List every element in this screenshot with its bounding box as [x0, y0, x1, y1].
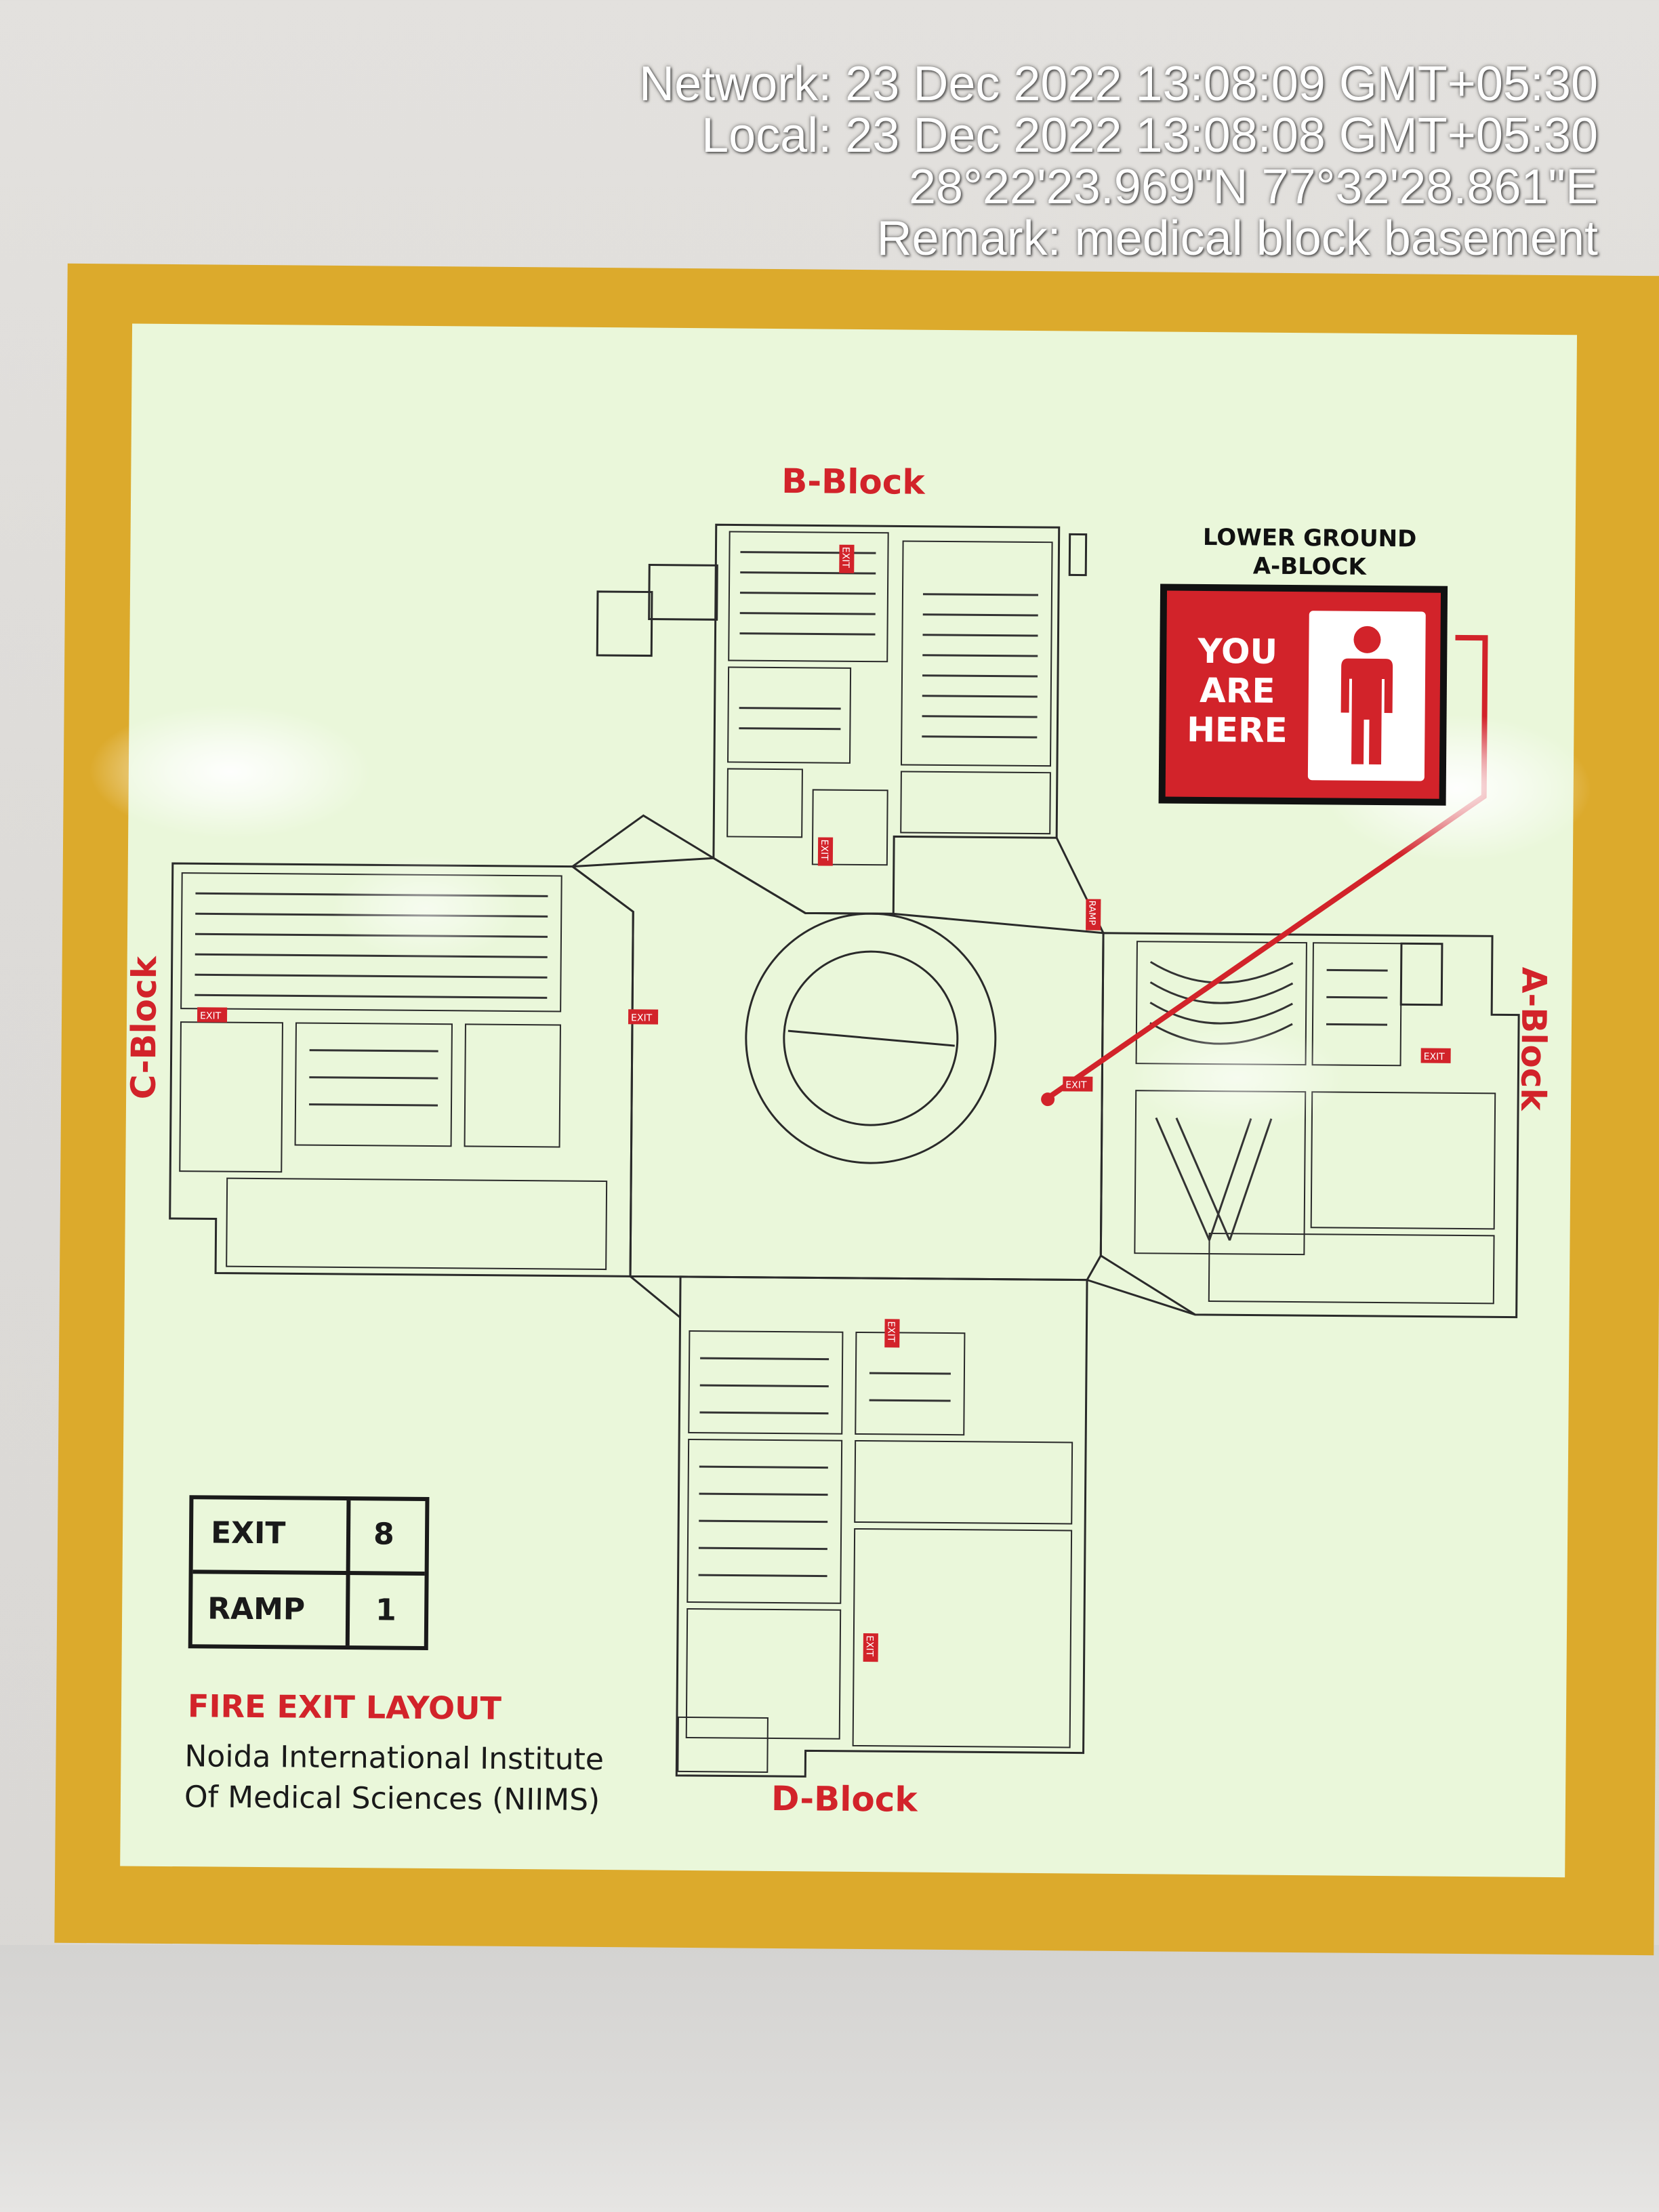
photo-remark: Remark: medical block basement: [876, 211, 1598, 266]
svg-text:RAMP: RAMP: [1086, 901, 1097, 926]
ramp-marker: RAMP: [1086, 899, 1101, 930]
b-block-outline: [712, 523, 1061, 915]
you-are-here-box: YOU ARE HERE: [1158, 583, 1448, 806]
svg-text:EXIT: EXIT: [840, 547, 851, 569]
c-block-label: C-Block: [123, 956, 165, 1100]
photo-timestamp-overlay: Network: 23 Dec 2022 13:08:09 GMT+05:30 …: [639, 58, 1598, 264]
svg-text:EXIT: EXIT: [1424, 1052, 1446, 1063]
a-block-label: A-Block: [1513, 966, 1554, 1111]
central-hall-outline: [569, 857, 1105, 1282]
floor-label: LOWER GROUND A-BLOCK: [1202, 523, 1417, 581]
svg-text:EXIT: EXIT: [885, 1321, 896, 1343]
exit-marker: EXIT: [839, 544, 855, 573]
d-block-outline: [675, 1275, 1088, 1778]
legend-exit-label: EXIT: [210, 1515, 286, 1551]
wall-background: [0, 1945, 1659, 2212]
institute-name: Noida International Institute Of Medical…: [184, 1739, 605, 1818]
exit-markers: EXIT EXIT EXIT EXIT EXIT: [197, 544, 1451, 1662]
b-block-label: B-Block: [781, 462, 925, 502]
a-block-outline: [1099, 932, 1520, 1319]
local-time: Local: 23 Dec 2022 13:08:08 GMT+05:30: [701, 108, 1598, 163]
legend-ramp-label: RAMP: [207, 1591, 306, 1627]
sign-title: FIRE EXIT LAYOUT: [187, 1687, 502, 1727]
sign-frame: EXIT EXIT EXIT EXIT EXIT: [54, 263, 1659, 1956]
exit-marker: EXIT: [1063, 1076, 1093, 1092]
person-icon: [1340, 626, 1393, 765]
light-glare: [330, 853, 521, 964]
svg-text:EXIT: EXIT: [819, 840, 830, 861]
svg-text:EXIT: EXIT: [200, 1010, 222, 1021]
d-block-label: D-Block: [771, 1778, 918, 1820]
exit-marker: EXIT: [884, 1319, 900, 1348]
legend-ramp-count: 1: [375, 1593, 396, 1628]
network-time: Network: 23 Dec 2022 13:08:09 GMT+05:30: [639, 57, 1598, 111]
sign-panel: EXIT EXIT EXIT EXIT EXIT: [87, 323, 1593, 1878]
svg-text:EXIT: EXIT: [631, 1012, 653, 1023]
you-are-here-text: YOU ARE HERE: [1186, 631, 1288, 750]
central-rotunda: [745, 912, 997, 1164]
exit-ramp-legend: EXIT 8 RAMP 1: [188, 1495, 430, 1651]
legend-exit-count: 8: [373, 1517, 394, 1552]
svg-text:EXIT: EXIT: [1065, 1080, 1087, 1090]
d-block-stair-hatch: [677, 1716, 769, 1773]
exit-marker: EXIT: [628, 1009, 659, 1025]
exit-marker: EXIT: [1420, 1048, 1451, 1063]
exit-marker: EXIT: [197, 1007, 228, 1023]
exit-marker: EXIT: [863, 1633, 878, 1662]
you-are-here-dot: [1041, 1092, 1055, 1107]
svg-text:EXIT: EXIT: [864, 1635, 875, 1657]
gps-coordinates: 28°22'23.969"N 77°32'28.861"E: [909, 160, 1598, 214]
exit-marker: EXIT: [817, 837, 834, 866]
